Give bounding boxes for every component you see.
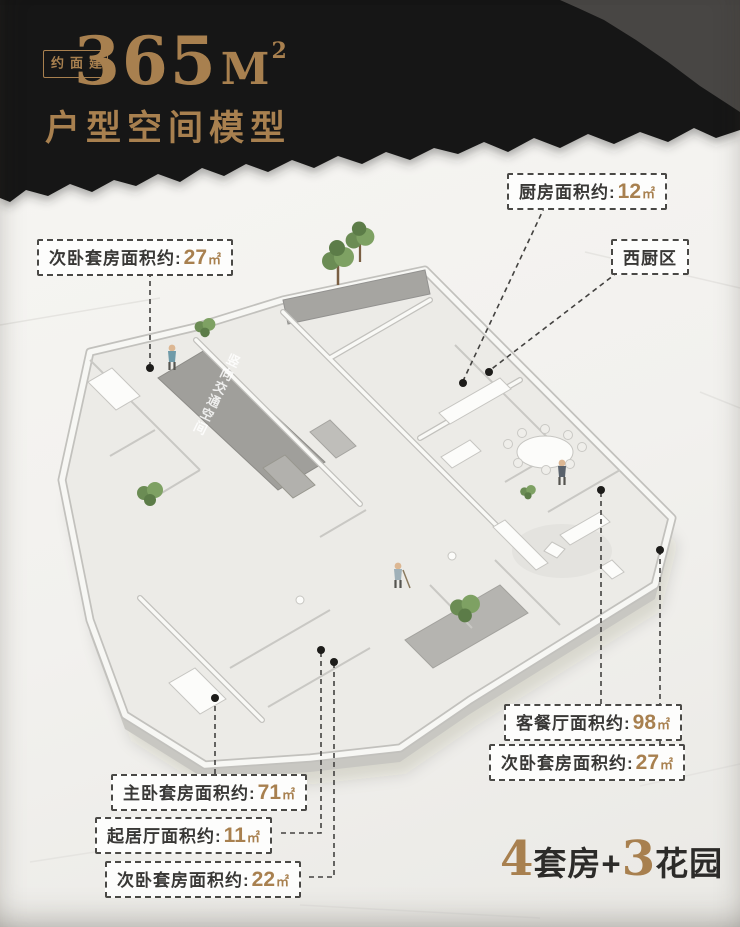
footer-slogan: 4 套房 + 3 花园: [500, 835, 723, 883]
person-figure: [558, 459, 566, 485]
coffee-table: [543, 541, 566, 559]
callout-label: 次卧套房面积约:: [117, 871, 250, 890]
callout-bedroom-bottom-left: 次卧套房面积约: 22 ㎡: [105, 861, 302, 898]
gardens-label: 花园: [655, 845, 724, 882]
callout-dining: 客餐厅面积约: 98 ㎡: [504, 704, 683, 741]
basin: [447, 551, 457, 561]
callout-unit: ㎡: [246, 830, 260, 845]
suites-label: 套房: [533, 845, 602, 882]
page-title: 户型空间模型: [45, 109, 292, 148]
person-figure: [394, 562, 411, 589]
callout-value: 12: [617, 180, 642, 203]
callout-bedroom-top-left: 次卧套房面积约: 27 ㎡: [37, 239, 234, 276]
dining-chairs: [503, 424, 587, 475]
callout-label: 厨房面积约:: [519, 183, 616, 202]
callout-label: 客餐厅面积约:: [516, 714, 631, 733]
area-unit: M: [220, 44, 270, 95]
tree-icon: [322, 240, 354, 285]
callout-value: 22: [251, 868, 276, 891]
callout-kitchen: 厨房面积约: 12 ㎡: [507, 173, 668, 210]
kitchen-island: [440, 439, 482, 469]
callout-label: 起居厅面积约:: [107, 827, 222, 846]
torn-gray-wedge: [560, 0, 740, 112]
area-exponent: 2: [271, 38, 287, 64]
garden-deck: [404, 584, 529, 669]
bed: [87, 367, 141, 411]
gardens-count: 3: [621, 831, 656, 887]
callout-west-kitchen: 西厨区: [611, 239, 689, 275]
callout-unit: ㎡: [657, 717, 671, 732]
callout-label: 主卧套房面积约:: [123, 784, 256, 803]
plant-icon: [194, 318, 216, 338]
plus-sign: +: [601, 845, 622, 882]
area-value: 365: [74, 22, 218, 100]
plant-icon: [137, 482, 163, 506]
callout-label: 次卧套房面积约:: [49, 249, 182, 268]
header-banner: [0, 0, 740, 211]
callout-living-room: 起居厅面积约: 11 ㎡: [95, 817, 272, 854]
callout-bedroom-bottom-right: 次卧套房面积约: 27 ㎡: [489, 744, 686, 781]
callout-value: 27: [183, 246, 208, 269]
wall: [138, 298, 522, 722]
kitchen-counter: [438, 377, 512, 425]
person-figure: [168, 344, 176, 370]
elevator-core: [309, 419, 357, 459]
callout-unit: ㎡: [282, 787, 296, 802]
elevator-core: [262, 454, 316, 499]
area-badge: 建面约: [43, 50, 108, 78]
callout-value: 71: [257, 781, 282, 804]
callout-value: 27: [635, 751, 660, 774]
callout-label: 次卧套房面积约:: [501, 754, 634, 773]
sofa: [492, 519, 549, 571]
plant-icon: [520, 485, 536, 500]
plant-icon: [450, 594, 480, 623]
master-bed: [168, 667, 227, 715]
side-table: [599, 559, 625, 580]
anchor-dots: [146, 364, 664, 702]
callout-label: 西厨区: [623, 249, 677, 268]
floor-plan: [62, 205, 678, 878]
callout-unit: ㎡: [276, 874, 290, 889]
area-figure: 365 M 2: [74, 28, 287, 94]
suites-count: 4: [500, 831, 534, 887]
tree-icon: [345, 221, 375, 262]
callout-value: 98: [632, 711, 657, 734]
callout-unit: ㎡: [208, 252, 222, 267]
callout-unit: ㎡: [642, 186, 656, 201]
callout-unit: ㎡: [660, 757, 674, 772]
header-black-area: [0, 0, 740, 202]
basin: [295, 595, 305, 605]
callout-master-bedroom: 主卧套房面积约: 71 ㎡: [111, 774, 308, 811]
callout-value: 11: [223, 824, 246, 847]
sofa: [559, 511, 611, 546]
